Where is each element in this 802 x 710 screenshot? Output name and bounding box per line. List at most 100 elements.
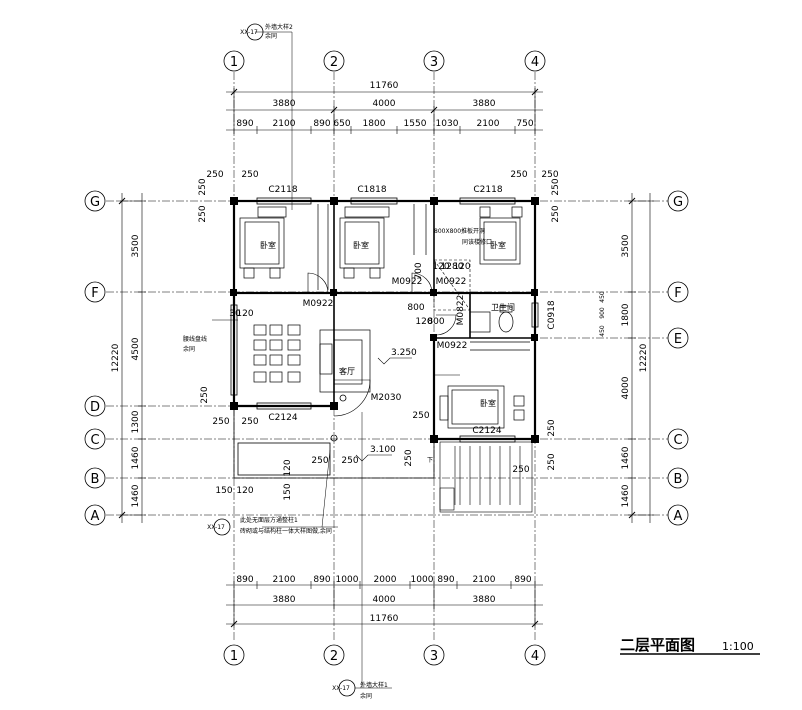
level-markers bbox=[355, 357, 412, 462]
axis-label-right-b: B bbox=[674, 472, 683, 487]
dim-top-mid-3: 3880 bbox=[473, 99, 496, 109]
axis-bubbles bbox=[84, 23, 689, 697]
windows bbox=[230, 197, 539, 443]
window-c0918: C0918 bbox=[547, 300, 557, 329]
axis-label-bottom-4: 4 bbox=[531, 649, 539, 664]
dim-top-detail-9: 750 bbox=[516, 119, 533, 129]
door-m0922-1: M0922 bbox=[303, 299, 334, 309]
window-c2124-left: C2124 bbox=[268, 413, 297, 423]
window-c2118-right: C2118 bbox=[473, 185, 502, 195]
dim-right-part-5: 1460 bbox=[621, 484, 631, 507]
structural-columns bbox=[230, 197, 539, 443]
dim-misc-1: 30 bbox=[229, 309, 241, 319]
note-molding-2: 余同 bbox=[183, 345, 195, 353]
dim-misc-13: 700 bbox=[414, 262, 424, 279]
door-m0822: M0822 bbox=[456, 295, 466, 326]
window-c2124-right: C2124 bbox=[472, 426, 501, 436]
drawing-scale: 1:100 bbox=[722, 640, 754, 653]
note-column-2: 砖砌或与结构柱一体大样图做,余同 bbox=[240, 527, 332, 535]
room-bedroom-3: 卧室 bbox=[490, 240, 506, 250]
door-m0922-4: M0922 bbox=[437, 341, 468, 351]
dim-misc-2: 120 bbox=[236, 309, 253, 319]
door-m2030: M2030 bbox=[371, 393, 402, 403]
dim-right-small-3: 450 bbox=[599, 325, 606, 337]
dim-wall-2: 250 bbox=[241, 170, 258, 180]
dim-right-small-1: 450 bbox=[599, 291, 606, 303]
dim-bottom-detail-8: 2100 bbox=[473, 575, 496, 585]
dim-wall-12: 250 bbox=[198, 205, 208, 222]
note-ext-1b: 余同 bbox=[265, 32, 277, 40]
axis-label-left-d: D bbox=[90, 400, 100, 415]
living-furniture bbox=[253, 324, 371, 393]
dim-wall-18: 250 bbox=[404, 449, 414, 466]
axis-grid-lines bbox=[106, 72, 668, 640]
dim-wall-10: 250 bbox=[512, 465, 529, 475]
dim-wall-16: 250 bbox=[547, 419, 557, 436]
terrace-outline bbox=[233, 406, 435, 479]
stair bbox=[439, 441, 533, 513]
room-living: 客厅 bbox=[339, 366, 355, 376]
bottom-dimension-lines bbox=[226, 581, 543, 628]
dim-wall-3: 250 bbox=[510, 170, 527, 180]
axis-label-right-e: E bbox=[674, 332, 682, 347]
dim-top-detail-4: 650 bbox=[333, 119, 350, 129]
dim-top-detail-5: 1800 bbox=[363, 119, 386, 129]
door-m0922-2: M0922 bbox=[392, 277, 423, 287]
note-molding: 腰线盘线 bbox=[183, 335, 207, 343]
dim-top-mid-1: 3880 bbox=[273, 99, 296, 109]
dim-left-total: 12220 bbox=[111, 343, 121, 372]
dim-wall-7: 250 bbox=[311, 456, 328, 466]
dim-wall-5: 250 bbox=[241, 417, 258, 427]
dim-wall-14: 250 bbox=[551, 205, 561, 222]
dim-wall-4: 250 bbox=[541, 170, 558, 180]
dim-bottom-mid-1: 3880 bbox=[273, 595, 296, 605]
dim-top-detail-1: 890 bbox=[236, 119, 253, 129]
dim-misc-10: 800 bbox=[407, 303, 424, 313]
dim-top-detail-8: 2100 bbox=[477, 119, 500, 129]
axis-label-right-c: C bbox=[673, 433, 682, 448]
axis-label-bottom-2: 2 bbox=[330, 649, 338, 664]
dim-misc-6: 120 bbox=[283, 459, 293, 476]
axis-label-left-g: G bbox=[90, 195, 100, 210]
detail-ref-left: XX-17 bbox=[207, 524, 225, 531]
door-m0922-3: M0922 bbox=[436, 277, 467, 287]
stair-opening bbox=[433, 259, 471, 311]
dim-bottom-mid-3: 3880 bbox=[473, 595, 496, 605]
level-terrace: 3.100 bbox=[370, 445, 396, 455]
note-hatch-2: 同该楼修口 bbox=[462, 238, 492, 246]
dim-misc-8: 120 bbox=[415, 317, 432, 327]
note-ext-2: 外墙大样1 bbox=[360, 681, 388, 689]
axis-label-top-1: 1 bbox=[230, 55, 238, 70]
dim-misc-9: 120 bbox=[432, 262, 449, 272]
dim-top-detail-3: 890 bbox=[313, 119, 330, 129]
dim-misc-7: 800 bbox=[427, 317, 444, 327]
dim-right-small-2: 900 bbox=[599, 307, 606, 319]
detail-ref-top: XX-17 bbox=[240, 29, 258, 36]
dim-bottom-detail-5: 2000 bbox=[374, 575, 397, 585]
drawing-title: 二层平面图 bbox=[620, 636, 695, 654]
room-bedroom-4: 卧室 bbox=[480, 398, 496, 408]
axis-label-bottom-3: 3 bbox=[430, 649, 438, 664]
dim-misc-3: 150 bbox=[215, 486, 232, 496]
dim-left-part-4: 1460 bbox=[131, 446, 141, 469]
dim-top-detail-2: 2100 bbox=[273, 119, 296, 129]
axis-label-left-b: B bbox=[91, 472, 100, 487]
axis-label-top-2: 2 bbox=[330, 55, 338, 70]
dim-top-total: 11760 bbox=[370, 81, 399, 91]
note-ext-1: 外墙大样2 bbox=[265, 23, 293, 31]
dim-top-mid-2: 4000 bbox=[373, 99, 396, 109]
dim-bottom-detail-4: 1000 bbox=[336, 575, 359, 585]
dim-right-total: 12220 bbox=[639, 343, 649, 372]
level-floor: 3.250 bbox=[391, 348, 417, 358]
dim-wall-6: 250 bbox=[212, 417, 229, 427]
dim-top-detail-7: 1030 bbox=[436, 119, 459, 129]
exterior-walls bbox=[232, 199, 537, 441]
stair-down-label: 下 bbox=[427, 457, 433, 464]
window-c1818: C1818 bbox=[357, 185, 386, 195]
room-bedroom-1: 卧室 bbox=[260, 240, 276, 250]
dim-bottom-detail-7: 890 bbox=[437, 575, 454, 585]
note-column: 此处无面层方通整柱1 bbox=[240, 516, 298, 524]
leader-lines bbox=[212, 31, 392, 689]
detail-ref-bottom: XX-17 bbox=[332, 685, 350, 692]
